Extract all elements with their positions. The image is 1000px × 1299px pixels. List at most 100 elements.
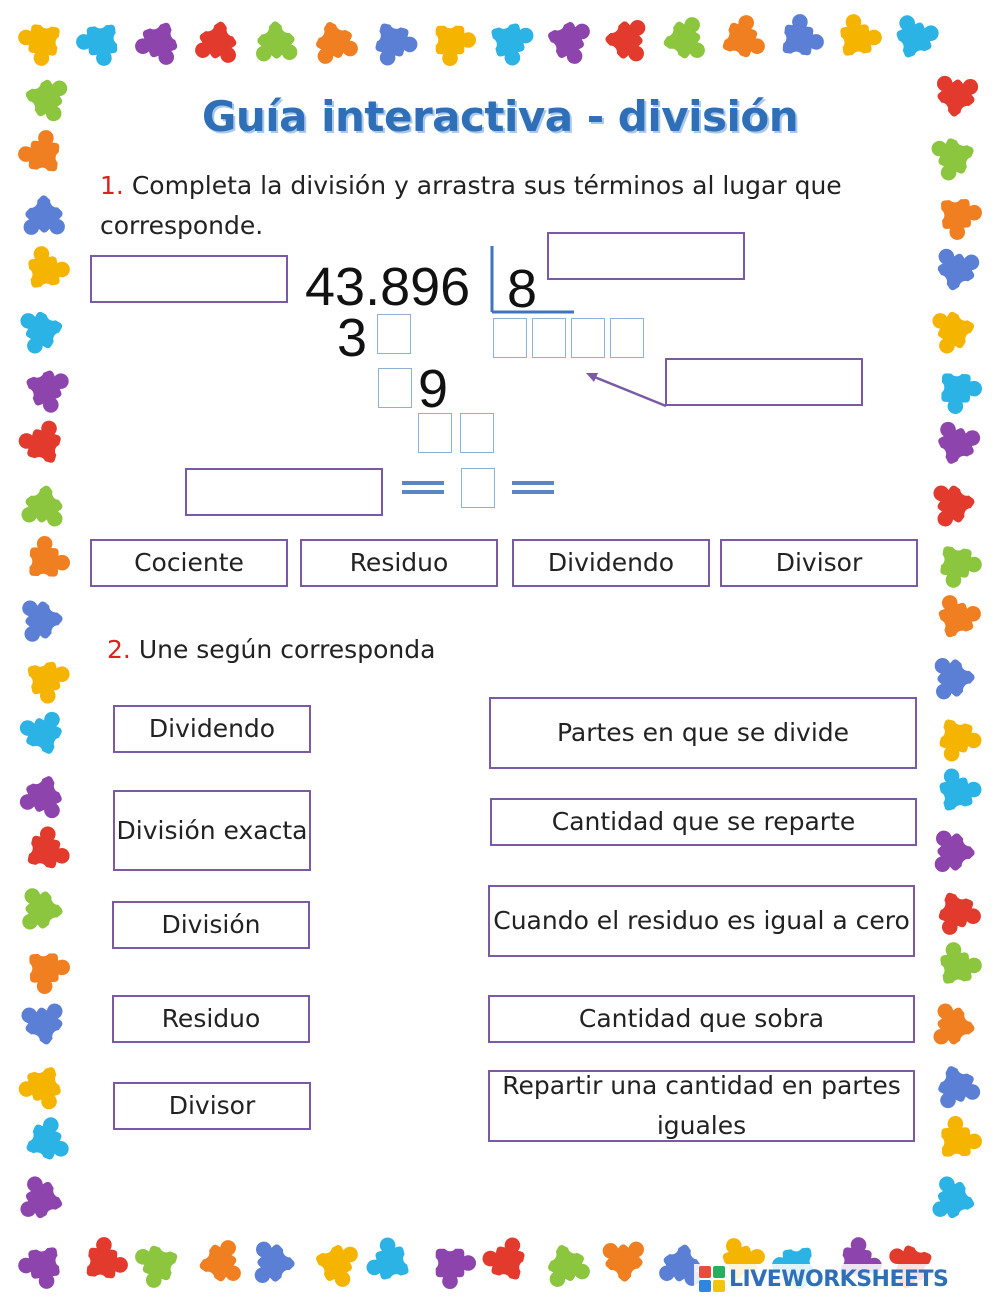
input-step3-digit-2[interactable] (460, 413, 494, 453)
puzzle-piece-icon (482, 1237, 533, 1288)
puzzle-piece-icon (934, 830, 977, 873)
puzzle-piece-icon (135, 16, 184, 65)
divisor-value: 8 (507, 259, 538, 319)
puzzle-piece-icon (135, 1239, 184, 1288)
puzzle-piece-icon (20, 307, 67, 354)
puzzle-piece-icon (543, 17, 590, 64)
instruction-2: 2. Une según corresponda (107, 630, 807, 670)
match-right-cantidad-reparte[interactable]: Cantidad que se reparte (490, 798, 917, 846)
page-title: Guía interactiva - división (201, 92, 799, 141)
match-right-partes[interactable]: Partes en que se divide (489, 697, 917, 769)
puzzle-piece-icon (931, 132, 980, 181)
puzzle-piece-icon (660, 17, 705, 62)
step-digit-9: 9 (418, 359, 449, 419)
equals-bar-right-top (512, 481, 554, 485)
step-digit-3: 3 (337, 308, 368, 368)
match-left-dividendo[interactable]: Dividendo (113, 705, 311, 753)
puzzle-piece-icon (932, 595, 981, 644)
liveworksheets-brand: LIVEWORKSHEETS (694, 1264, 953, 1294)
puzzle-piece-icon (19, 826, 70, 877)
puzzle-piece-icon (18, 420, 68, 470)
puzzle-piece-icon (931, 711, 982, 762)
puzzle-piece-icon (21, 1003, 66, 1048)
puzzle-piece-icon (18, 15, 69, 66)
instruction-2-text: Une según corresponda (138, 635, 436, 664)
brand-text: LIVEWORKSHEETS (729, 1266, 949, 1292)
puzzle-piece-icon (76, 15, 127, 66)
instruction-1-number: 1. (100, 171, 124, 200)
input-step2-digit[interactable] (378, 368, 412, 408)
puzzle-piece-icon (931, 189, 982, 240)
puzzle-piece-icon (932, 886, 981, 935)
puzzle-piece-icon (934, 248, 980, 294)
puzzle-piece-icon (934, 657, 977, 700)
match-right-cantidad-sobra[interactable]: Cantidad que sobra (488, 995, 915, 1043)
puzzle-piece-icon (483, 15, 534, 66)
puzzle-piece-icon (20, 1117, 69, 1166)
match-right-repartir[interactable]: Repartir una cantidad en partes iguales (488, 1070, 915, 1142)
puzzle-piece-icon (931, 537, 982, 588)
puzzle-piece-icon (933, 421, 981, 469)
puzzle-piece-icon (19, 246, 70, 297)
puzzle-piece-icon (22, 888, 65, 931)
instruction-1: 1. Completa la división y arrastra sus t… (100, 166, 900, 246)
input-remainder-digit[interactable] (461, 468, 495, 508)
puzzle-piece-icon (425, 1238, 476, 1289)
puzzle-piece-icon (367, 15, 418, 66)
puzzle-piece-icon (19, 771, 67, 819)
equals-bar-left-top (402, 481, 444, 485)
drop-zone-divisor[interactable] (547, 232, 745, 280)
puzzle-piece-icon (254, 1241, 297, 1284)
puzzle-piece-icon (311, 1240, 358, 1287)
puzzle-piece-icon (366, 1237, 417, 1288)
input-step1-digit[interactable] (377, 314, 411, 354)
puzzle-piece-icon (603, 19, 646, 62)
puzzle-piece-icon (311, 17, 358, 64)
puzzle-piece-icon (196, 1240, 241, 1285)
term-dividendo[interactable]: Dividendo (512, 539, 710, 587)
puzzle-piece-icon (931, 942, 982, 993)
puzzle-piece-icon (19, 711, 67, 759)
term-cociente[interactable]: Cociente (90, 539, 288, 587)
liveworksheets-logo-icon (699, 1266, 725, 1292)
drop-zone-quotient[interactable] (665, 358, 863, 406)
puzzle-piece-icon (22, 599, 65, 642)
match-left-division-exacta[interactable]: División exacta (113, 790, 311, 871)
input-quotient-digit-1[interactable] (493, 318, 527, 358)
instruction-2-number: 2. (107, 635, 131, 664)
puzzle-piece-icon (77, 1237, 128, 1288)
puzzle-piece-icon (18, 1238, 69, 1289)
dividend-value: 43.896 (305, 257, 471, 317)
puzzle-piece-icon (18, 1060, 68, 1110)
equals-bar-right-bottom (512, 490, 554, 494)
drop-zone-dividend[interactable] (90, 255, 288, 303)
input-step3-digit-1[interactable] (418, 413, 452, 453)
puzzle-piece-icon (831, 14, 882, 65)
puzzle-piece-icon (932, 307, 979, 354)
puzzle-piece-icon (543, 1240, 590, 1287)
input-quotient-digit-2[interactable] (532, 318, 566, 358)
match-left-divisor[interactable]: Divisor (113, 1082, 311, 1130)
puzzle-piece-icon (773, 14, 824, 65)
puzzle-piece-icon (21, 482, 66, 527)
division-bracket (490, 246, 574, 314)
puzzle-piece-icon (932, 1176, 979, 1223)
term-residuo[interactable]: Residuo (300, 539, 498, 587)
equals-bar-left-bottom (402, 490, 444, 494)
match-right-residuo-cero[interactable]: Cuando el residuo es igual a cero (488, 885, 915, 957)
drop-zone-remainder[interactable] (185, 468, 383, 516)
term-divisor[interactable]: Divisor (720, 539, 918, 587)
puzzle-piece-icon (931, 363, 982, 414)
puzzle-piece-icon (933, 1061, 981, 1109)
puzzle-piece-icon (933, 482, 978, 527)
puzzle-piece-icon (935, 75, 979, 119)
input-quotient-digit-4[interactable] (610, 318, 644, 358)
match-left-residuo[interactable]: Residuo (112, 995, 310, 1043)
puzzle-piece-icon (18, 130, 69, 181)
arrow-icon (586, 373, 667, 408)
puzzle-piece-icon (23, 194, 65, 235)
puzzle-piece-icon (19, 653, 70, 704)
puzzle-piece-icon (19, 943, 70, 994)
input-quotient-digit-3[interactable] (571, 318, 605, 358)
match-left-division[interactable]: División (112, 901, 310, 949)
